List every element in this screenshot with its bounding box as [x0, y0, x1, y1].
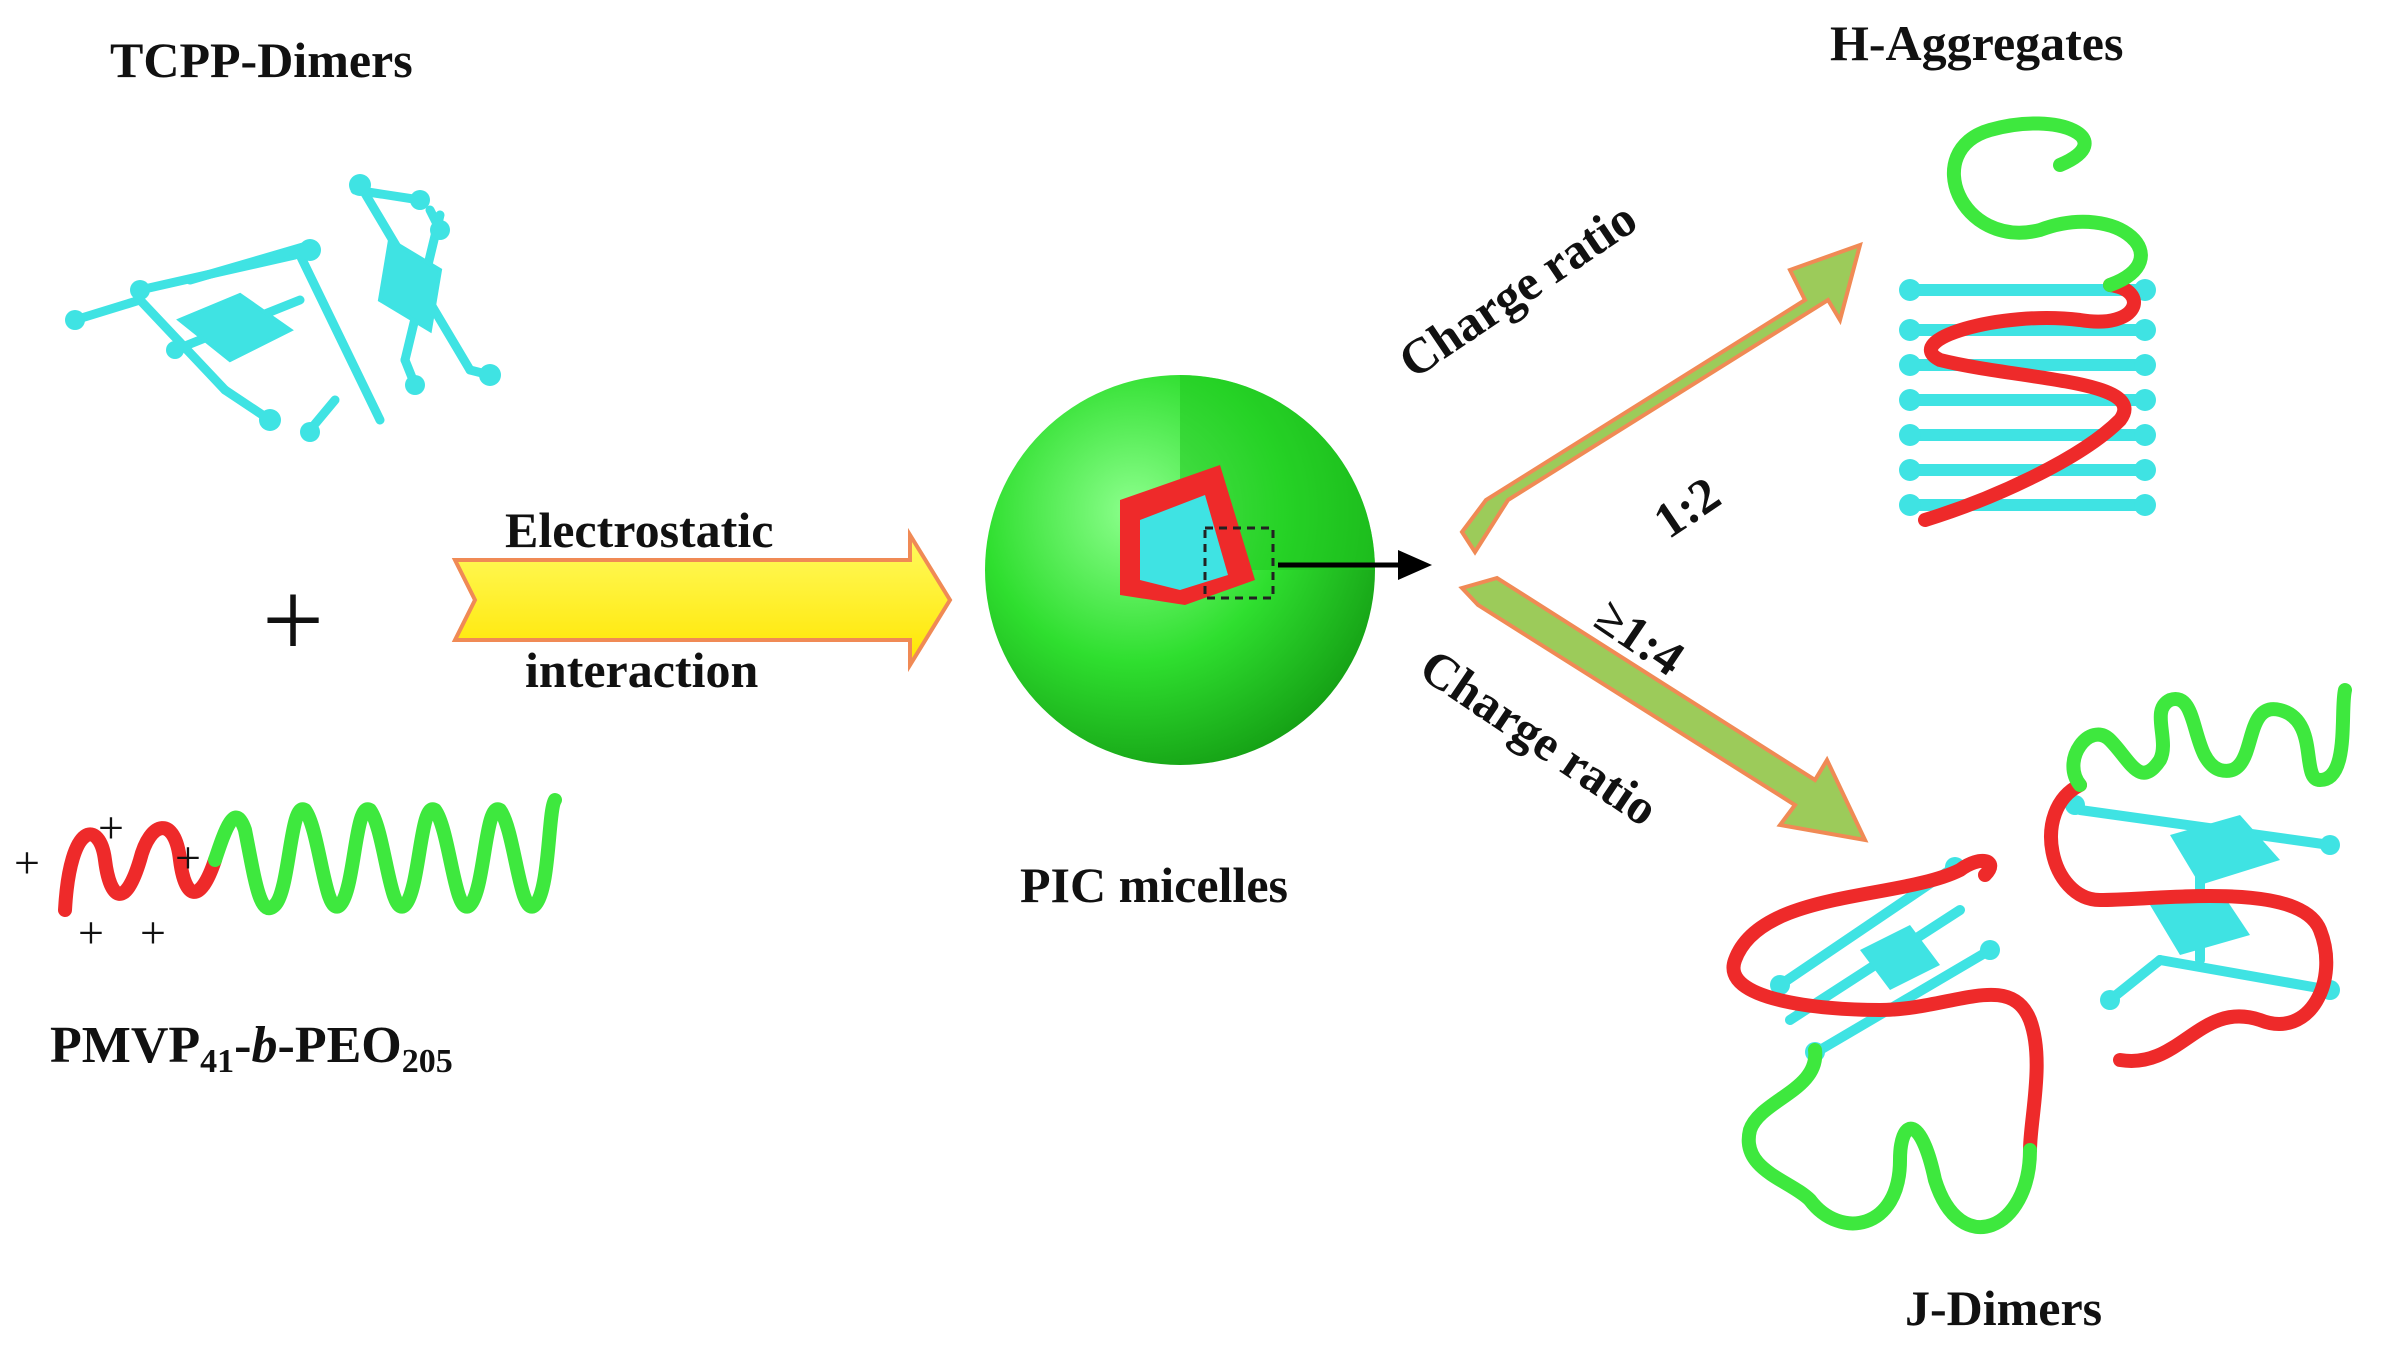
- interaction-label: interaction: [525, 642, 759, 698]
- polymer-dash-2: -PEO: [277, 1017, 402, 1074]
- pic-micelles-label: PIC micelles: [1020, 857, 1288, 913]
- electrostatic-arrow: [451, 527, 953, 673]
- electrostatic-label: Electrostatic: [505, 502, 774, 558]
- h-aggregates-label: H-Aggregates: [1830, 15, 2124, 71]
- polymer-subscript-2: 205: [401, 1043, 453, 1080]
- polymer-chain: [58, 793, 562, 917]
- j-dimer-left: [1726, 853, 2044, 1234]
- polymer-dash-1: -: [234, 1017, 252, 1074]
- charge-mark: +: [14, 837, 40, 888]
- polymer-subscript-1: 41: [200, 1043, 235, 1080]
- polymer-name: PMVP41-b-PEO205: [50, 1020, 453, 1079]
- h-aggregates-structure: [1899, 116, 2156, 527]
- tcpp-dimers-molecule: [65, 174, 501, 442]
- charge-ratio-upper-arrow: [1459, 241, 1863, 556]
- polymer-prefix: PMVP: [50, 1017, 201, 1074]
- pic-micelle-sphere: [985, 375, 1375, 765]
- plus-sign: +: [262, 559, 325, 681]
- tcpp-dimers-title: TCPP-Dimers: [110, 32, 413, 88]
- zoom-arrow: [1278, 550, 1432, 580]
- charge-mark: +: [98, 802, 124, 853]
- j-dimer-right: [2044, 683, 2352, 1068]
- charge-ratio-lower-arrow: [1458, 575, 1869, 843]
- charge-mark: +: [175, 832, 201, 883]
- polymer-b: b: [251, 1017, 278, 1074]
- charge-mark: +: [140, 907, 166, 958]
- charge-mark: +: [78, 907, 104, 958]
- j-dimers-label: J-Dimers: [1905, 1280, 2103, 1336]
